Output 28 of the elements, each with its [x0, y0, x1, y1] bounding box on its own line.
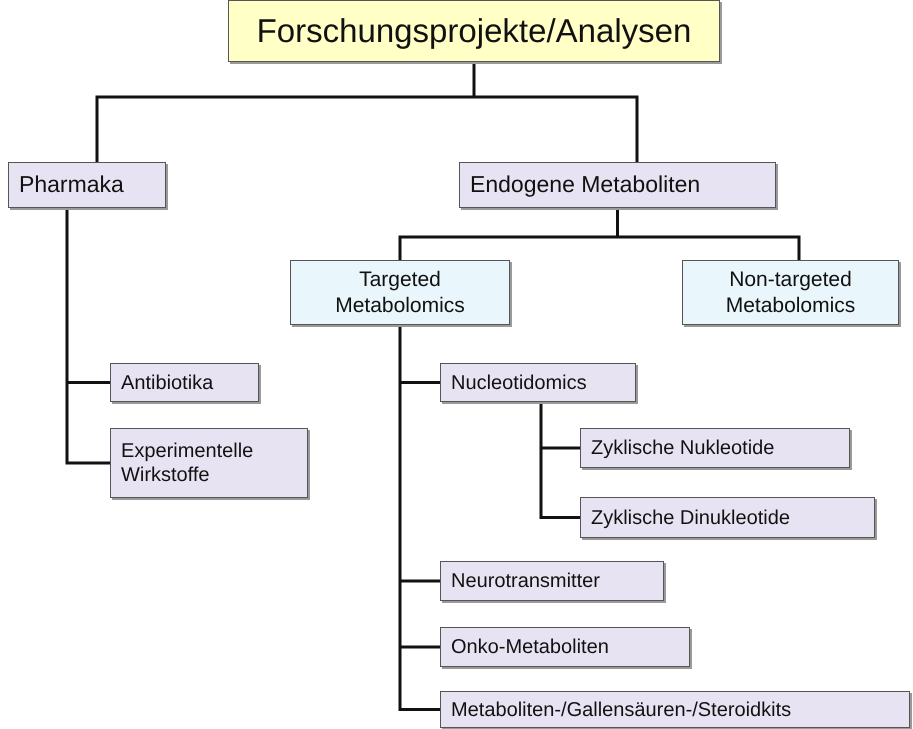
category-box [459, 162, 776, 208]
node-label: Forschungsprojekte/Analysen [256, 11, 692, 51]
method-box [682, 260, 899, 325]
method-box [290, 260, 510, 325]
node-label: Zyklische Dinukleotide [591, 506, 790, 530]
category-box [8, 162, 166, 208]
item-box [440, 561, 664, 601]
node-label: Non-targeted Metabolomics [724, 267, 856, 318]
item-box [580, 497, 875, 538]
connector-line [66, 208, 110, 464]
node-label: Antibiotika [121, 370, 214, 394]
node-label: Metaboliten-/Gallensäuren-/Steroidkits [451, 698, 792, 722]
node-label: Pharmaka [19, 171, 124, 199]
item-box [440, 363, 636, 402]
item-box [580, 428, 850, 468]
connector-line [398, 325, 440, 711]
node-label: Onko-Metaboliten [451, 635, 609, 659]
node-label: Targeted Metabolomics [334, 267, 466, 318]
node-label: Zyklische Nukleotide [591, 436, 774, 460]
node-label: Neurotransmitter [451, 569, 600, 593]
item-box [440, 691, 910, 728]
item-box [110, 363, 259, 402]
title-box [228, 0, 720, 62]
item-box [110, 428, 308, 498]
item-box [440, 627, 690, 667]
node-label: Nucleotidomics [451, 370, 587, 394]
node-label: Endogene Metaboliten [470, 171, 700, 199]
node-label: Experimentelle Wirkstoffe [121, 439, 254, 487]
